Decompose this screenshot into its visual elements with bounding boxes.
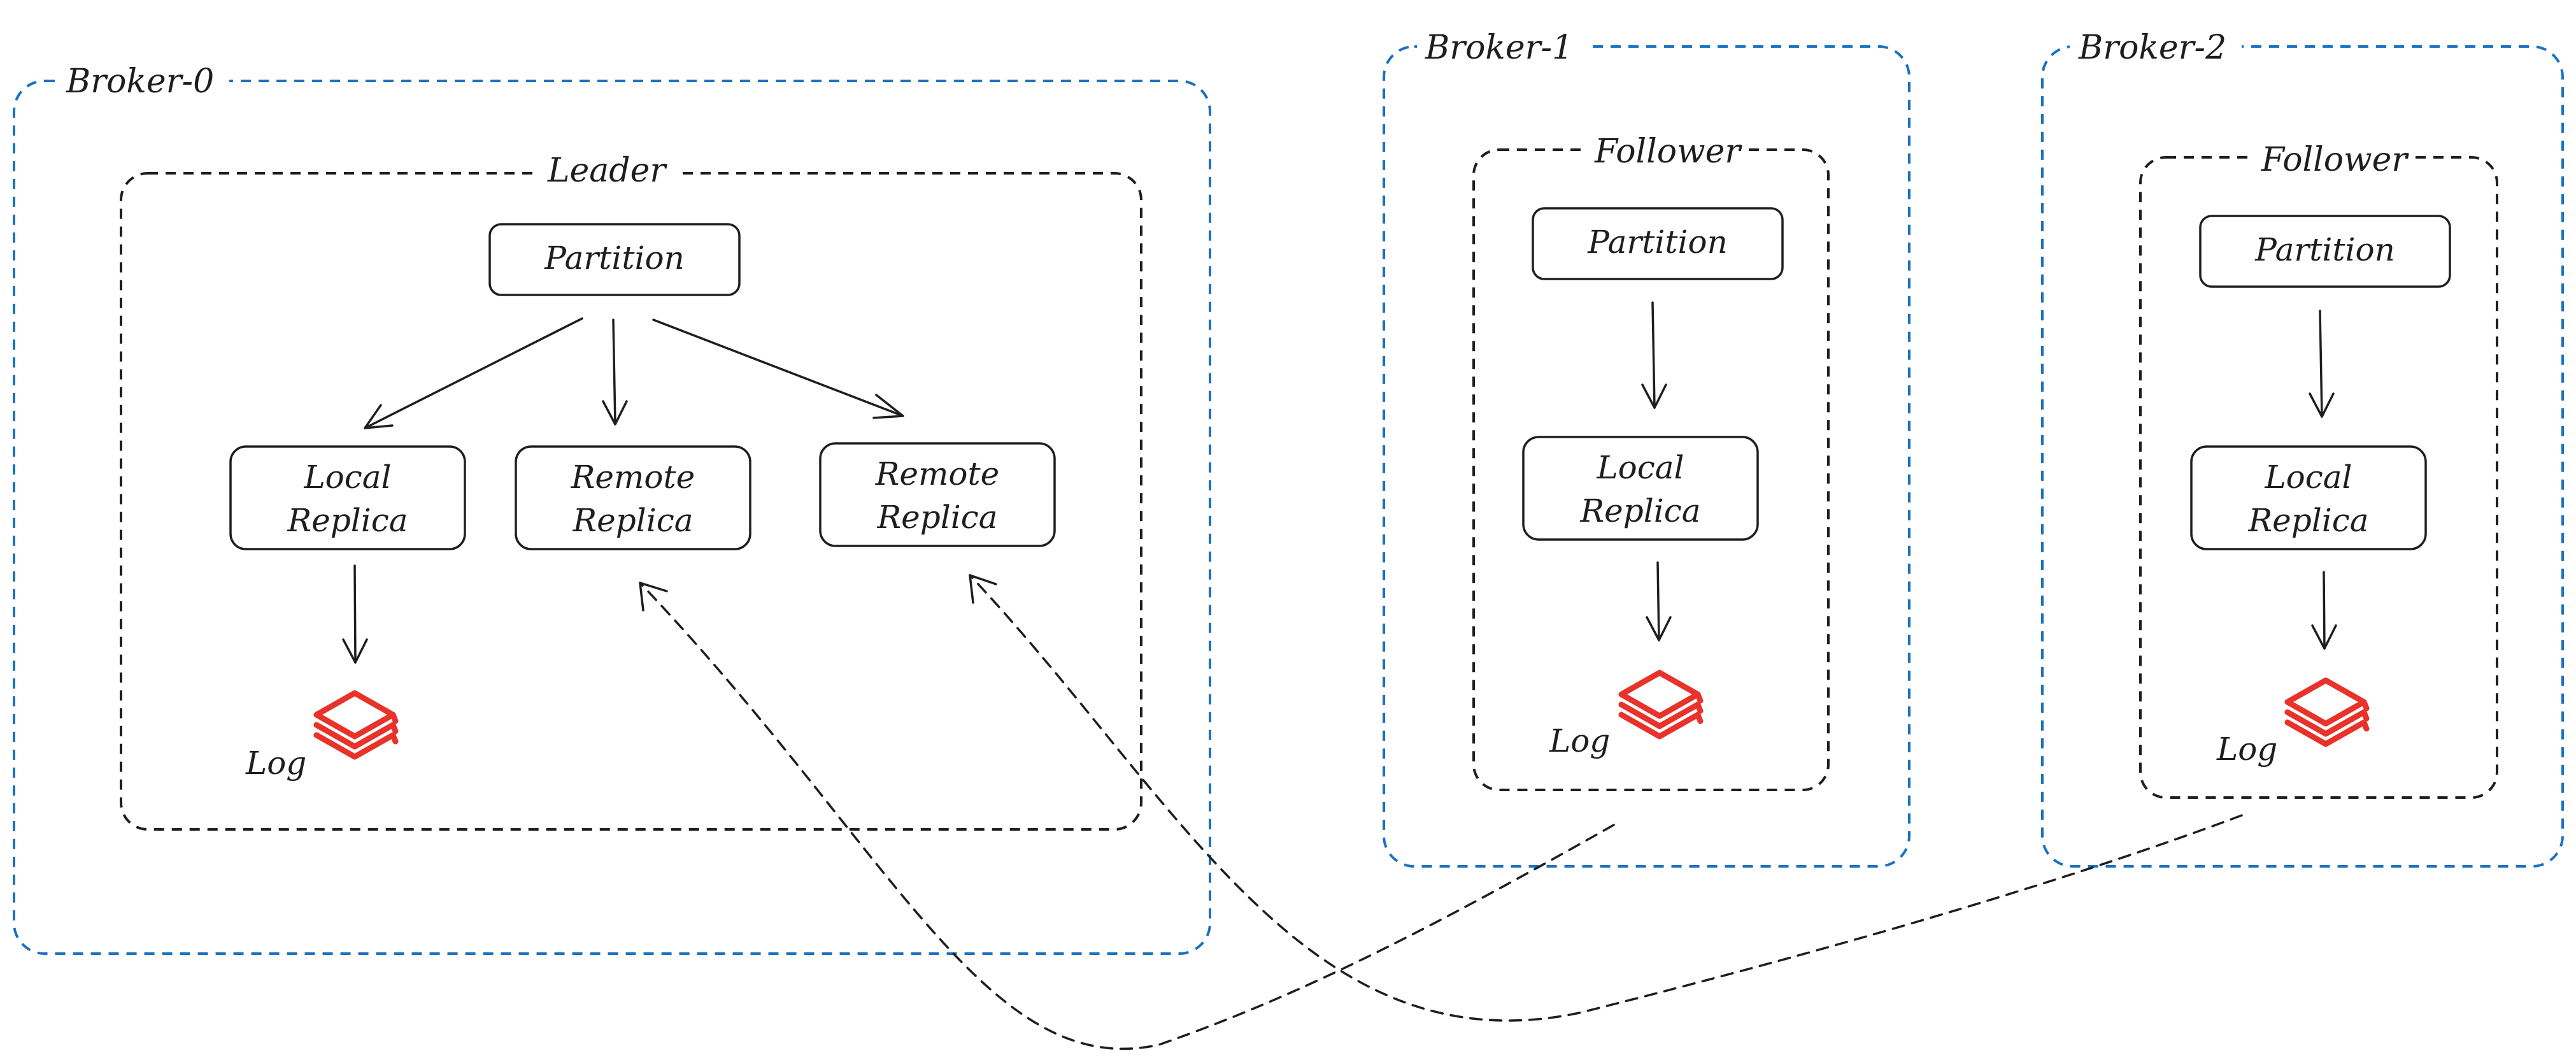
broker-0-local-replica-line2: Replica <box>287 502 408 539</box>
broker-2-log-arrow <box>2311 571 2337 650</box>
broker-0-log-label: Log <box>245 745 306 782</box>
broker-1-local-replica-line2: Replica <box>1579 492 1700 529</box>
broker-0-group: Broker-0 Leader Partition Local Replica … <box>13 61 1211 955</box>
broker-0-remote-replica-2-line2: Replica <box>876 499 997 536</box>
broker-0-remote-replica-1-line2: Replica <box>572 502 693 539</box>
broker-1-partition-arrow <box>1641 301 1667 409</box>
broker-2-local-replica-line2: Replica <box>2247 502 2368 539</box>
broker-1-follower-label: Follower <box>1594 132 1742 171</box>
broker-1-border <box>1383 45 1911 868</box>
broker-0-label: Broker-0 <box>66 62 214 101</box>
broker-2-local-replica-line1: Local <box>2264 459 2352 496</box>
broker-1-local-replica-node <box>1522 436 1759 541</box>
broker-1-local-replica-line1: Local <box>1596 449 1684 486</box>
broker-2-follower-label: Follower <box>2261 141 2409 179</box>
broker-2-local-replica-node <box>2190 445 2427 550</box>
broker-1-group: Broker-1 Follower Partition Local Replic… <box>1383 27 1911 868</box>
broker-0-partition-node <box>488 223 741 296</box>
broker-2-border <box>2041 45 2564 868</box>
broker-2-partition-label: Partition <box>2254 231 2395 268</box>
broker-2-label: Broker-2 <box>2078 29 2226 67</box>
broker-0-remote-replica-2-node <box>819 442 1056 547</box>
broker-2-partition-node <box>2199 215 2451 288</box>
broker-0-border <box>13 80 1211 955</box>
broker-0-partition-arrows <box>364 317 904 429</box>
broker-0-log-arrow <box>342 564 368 664</box>
broker-1-partition-node <box>1532 207 1784 280</box>
broker-0-local-replica-node <box>229 445 466 550</box>
broker-1-label: Broker-1 <box>1425 29 1573 67</box>
broker-0-log-icon <box>317 693 395 757</box>
broker-1-log-label: Log <box>1549 722 1610 759</box>
broker-0-remote-replica-2-line1: Remote <box>875 455 999 492</box>
broker-1-log-icon <box>1621 673 1700 736</box>
broker-2-log-label: Log <box>2216 731 2277 768</box>
broker-0-local-replica-line1: Local <box>303 459 391 496</box>
replication-arrow-broker-1 <box>639 582 1615 1050</box>
broker-1-partition-label: Partition <box>1587 224 1728 261</box>
broker-0-partition-label: Partition <box>544 240 685 276</box>
broker-2-partition-arrow <box>2309 310 2335 418</box>
broker-0-remote-replica-1-node <box>515 445 751 550</box>
broker-1-log-arrow <box>1646 561 1672 641</box>
replication-arrow-broker-2 <box>969 574 2243 1022</box>
leader-label: Leader <box>547 152 667 190</box>
broker-2-log-icon <box>2288 680 2366 744</box>
broker-2-group: Broker-2 Follower Partition Local Replic… <box>2041 27 2564 868</box>
broker-0-remote-replica-1-line1: Remote <box>571 459 695 496</box>
